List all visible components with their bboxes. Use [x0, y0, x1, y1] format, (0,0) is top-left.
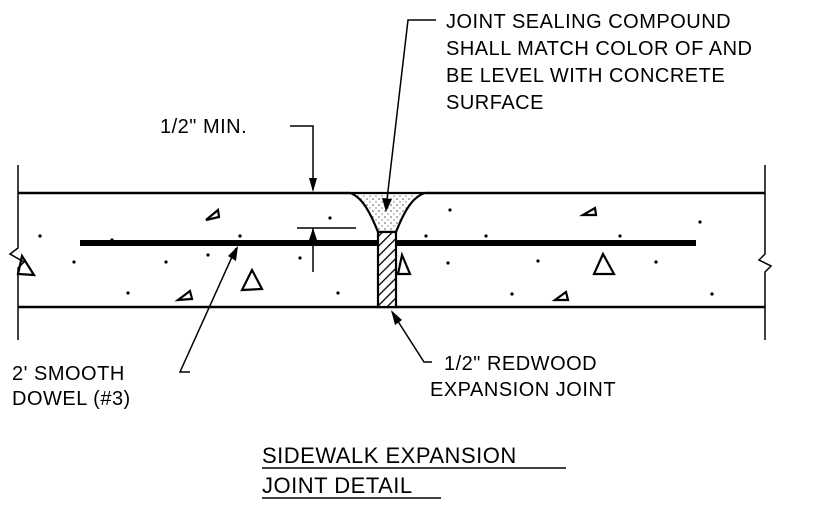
sealant-note-line: JOINT SEALING COMPOUND: [446, 11, 731, 33]
title-line-1: SIDEWALK EXPANSION: [262, 443, 517, 468]
aggregate-triangle: [240, 267, 264, 292]
aggregate-triangles: [16, 206, 616, 302]
sealant-note-line: SURFACE: [446, 92, 544, 114]
redwood-note: 1/2" REDWOOD EXPANSION JOINT: [430, 353, 616, 401]
sealant-leader: [385, 19, 436, 209]
dowel-note-line: DOWEL (#3): [12, 388, 131, 410]
min-depth-label: 1/2" MIN.: [160, 116, 247, 138]
redwood-expansion-joint: [376, 230, 398, 309]
redwood-leader: [391, 311, 432, 363]
sealant-note: JOINT SEALING COMPOUND SHALL MATCH COLOR…: [446, 11, 753, 114]
aggregate-triangle: [16, 253, 37, 277]
dowel-note-line: 2' SMOOTH: [12, 363, 125, 385]
leader-lines: [178, 19, 436, 373]
title-line-2: JOINT DETAIL: [262, 473, 413, 498]
dowel-leader: [178, 247, 237, 373]
redwood-note-line: EXPANSION JOINT: [430, 379, 616, 401]
dowel-note: 2' SMOOTH DOWEL (#3): [12, 363, 131, 410]
break-line-left: [8, 165, 26, 340]
aggregate-triangle: [396, 251, 412, 276]
aggregate-triangle: [592, 251, 616, 276]
aggregate-triangle: [578, 206, 598, 217]
dowel-depth-dimension: [297, 227, 356, 272]
min-depth-leader: [290, 125, 314, 190]
redwood-note-line: 1/2" REDWOOD: [444, 353, 597, 375]
aggregate-triangle: [551, 290, 570, 302]
redwood-joint-hatch: [376, 230, 398, 309]
sealant-note-line: BE LEVEL WITH CONCRETE: [446, 65, 725, 87]
break-line-right: [757, 165, 773, 340]
drawing-title: SIDEWALK EXPANSION JOINT DETAIL: [262, 443, 566, 499]
aggregate-triangle: [174, 289, 194, 302]
aggregate-dots: [38, 208, 714, 296]
sealant-note-line: SHALL MATCH COLOR OF AND: [446, 38, 753, 60]
aggregate-triangle: [205, 207, 221, 222]
